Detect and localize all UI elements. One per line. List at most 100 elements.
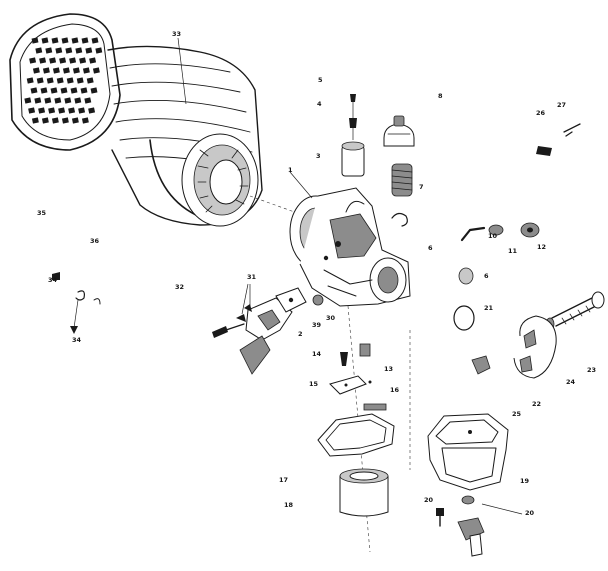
grille-hole-55	[88, 107, 96, 114]
part-label-33: 34	[48, 276, 58, 284]
part-label-9: 10	[488, 232, 498, 240]
part-label-0: 1	[288, 166, 293, 174]
gasket-2	[275, 287, 307, 313]
float-valve-6	[458, 267, 474, 285]
part-label-10: 11	[508, 247, 518, 255]
part-label-12: 13	[384, 365, 393, 373]
screw-26	[536, 146, 552, 156]
bowl-gasket-17	[317, 413, 395, 457]
clamp-22	[513, 315, 557, 379]
mixing-chamber-cap	[383, 115, 415, 147]
grille-hole-52	[58, 107, 66, 114]
part-label-7: 7	[419, 183, 424, 191]
fuel-tap-31	[212, 297, 293, 375]
part-label-27: 27	[557, 101, 566, 109]
grille-hole-28	[26, 77, 34, 84]
grille-hole-48	[84, 97, 92, 104]
grille-hole-17	[59, 57, 67, 64]
leader-1	[289, 171, 313, 199]
grille-hole-25	[72, 67, 80, 74]
grille-hole-22	[42, 67, 50, 74]
grille-hole-0	[31, 37, 39, 44]
grille-hole-10	[65, 47, 73, 54]
grille-hole-56	[31, 117, 39, 124]
air-filter-grille	[9, 13, 121, 151]
part-label-20: 20	[525, 509, 535, 517]
grille-hole-7	[35, 47, 43, 54]
part-label-30: 32	[175, 283, 184, 291]
grille-hole-4	[71, 37, 79, 44]
part-label-28: 30	[326, 314, 336, 322]
main-jet-14	[340, 343, 371, 366]
grille-hole-46	[64, 97, 72, 104]
grille-hole-60	[71, 117, 79, 124]
grille-hole-32	[66, 77, 74, 84]
grille-hole-36	[40, 87, 48, 94]
pin-27	[563, 123, 581, 137]
leader-31a	[241, 283, 249, 315]
part-label-34: 35	[37, 209, 47, 217]
part-label-11: 12	[537, 243, 546, 251]
part-label-22: 22	[532, 400, 541, 408]
grille-hole-42	[24, 97, 32, 104]
grille-hole-40	[80, 87, 88, 94]
grille-hole-53	[68, 107, 76, 114]
grille-hole-14	[29, 57, 37, 64]
grille-hole-21	[32, 67, 40, 74]
grille-hole-8	[45, 47, 53, 54]
leader-34	[73, 299, 79, 329]
part-label-5: 6	[428, 244, 433, 252]
grille-hole-3	[61, 37, 69, 44]
grille-hole-11	[75, 47, 83, 54]
grille-hole-30	[46, 77, 54, 84]
grille-hole-49	[28, 107, 36, 114]
grille-hole-16	[49, 57, 57, 64]
pin-16	[363, 403, 387, 411]
leader-33	[177, 37, 187, 105]
clip-6	[391, 212, 408, 227]
grille-hole-33	[76, 77, 84, 84]
grille-hole-37	[50, 87, 58, 94]
drain-screw-20	[436, 495, 485, 557]
part-label-18: 19	[520, 477, 530, 485]
grille-hole-35	[30, 87, 38, 94]
carburetor-body	[289, 187, 411, 307]
grille-hole-45	[54, 97, 62, 104]
grille-hole-61	[81, 117, 89, 124]
grille-hole-13	[95, 47, 103, 54]
grille-hole-58	[51, 117, 59, 124]
part-label-13: 14	[312, 350, 322, 358]
grille-hole-23	[52, 67, 60, 74]
clip-34a	[52, 272, 60, 280]
washer-30	[312, 294, 324, 306]
clip-34b	[75, 290, 85, 301]
grille-hole-27	[92, 67, 100, 74]
throttle-slide	[341, 94, 365, 177]
part-label-3: 4	[317, 100, 322, 108]
part-label-19: 20	[424, 496, 434, 504]
air-filter-element	[107, 45, 263, 226]
clip-34c	[93, 298, 101, 305]
grille-hole-41	[90, 87, 98, 94]
part-label-4: 5	[318, 76, 323, 84]
grille-holes	[24, 37, 103, 124]
grille-hole-5	[81, 37, 89, 44]
grille-hole-51	[48, 107, 56, 114]
float-18	[339, 468, 389, 517]
long-bolt-23	[545, 291, 605, 331]
part-label-16: 17	[279, 476, 288, 484]
grille-hole-57	[41, 117, 49, 124]
grille-hole-1	[41, 37, 49, 44]
o-ring-21	[453, 305, 475, 331]
float-pin-15	[329, 375, 372, 395]
grille-hole-26	[82, 67, 90, 74]
grille-hole-12	[85, 47, 93, 54]
filter-axis-line	[249, 195, 301, 215]
throttle-spring	[391, 163, 413, 197]
grille-hole-9	[55, 47, 63, 54]
part-label-35: 36	[90, 237, 100, 245]
grille-hole-34	[86, 77, 94, 84]
grille-hole-6	[91, 37, 99, 44]
